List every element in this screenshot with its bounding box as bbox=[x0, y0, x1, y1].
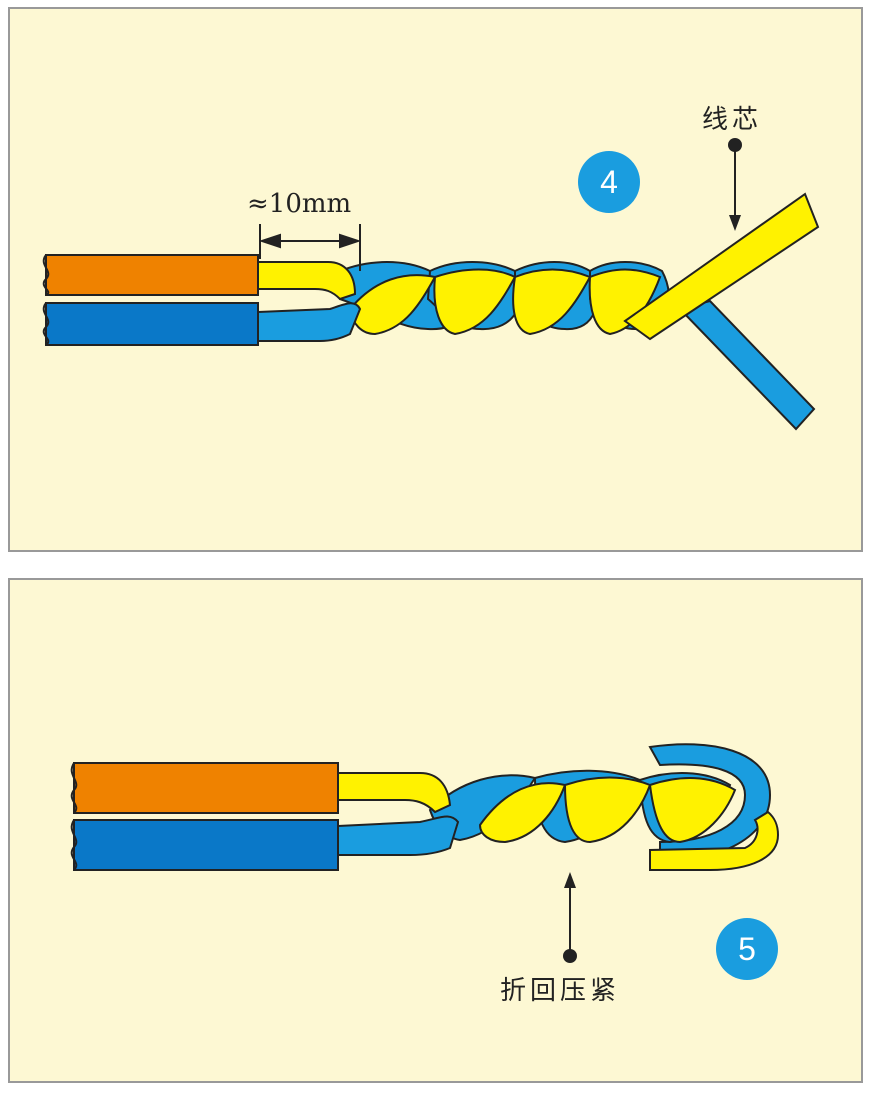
twist-yellow-1 bbox=[478, 782, 567, 844]
dimension-arrow-icon bbox=[258, 224, 362, 271]
label-dimension: ≈10mm bbox=[247, 189, 352, 219]
yellow-core-stub bbox=[257, 261, 357, 301]
twisted-cores bbox=[339, 261, 670, 336]
blue-core-tail bbox=[678, 299, 816, 431]
twist-yellow-1 bbox=[348, 274, 437, 336]
step-badge-5: 5 bbox=[716, 918, 778, 980]
blue-sheath bbox=[45, 302, 259, 346]
step-badge-4: 4 bbox=[578, 151, 640, 213]
panel-step-5: 5 折回压紧 bbox=[8, 578, 863, 1083]
orange-sheath bbox=[45, 254, 259, 296]
twisted-cores bbox=[428, 769, 737, 844]
twist-yellow-2 bbox=[563, 776, 652, 844]
twist-yellow-2 bbox=[433, 268, 517, 336]
sheath-cut-edge-top bbox=[42, 254, 50, 296]
yellow-folded-tail bbox=[649, 810, 780, 871]
sheath-cut-edge-top bbox=[70, 762, 78, 814]
arrow-down-icon bbox=[728, 138, 742, 231]
yellow-core-tail bbox=[623, 192, 820, 341]
label-wire-core: 线芯 bbox=[702, 105, 763, 135]
arrow-up-icon bbox=[563, 872, 577, 963]
twist-yellow-3 bbox=[648, 777, 737, 844]
blue-core-stub bbox=[257, 302, 362, 342]
blue-core-stub bbox=[337, 815, 460, 856]
wire-fold-illustration bbox=[70, 743, 780, 963]
yellow-core-stub bbox=[337, 772, 452, 814]
orange-sheath bbox=[73, 762, 339, 814]
panel-step-4: 4 线芯 ≈10mm bbox=[8, 7, 863, 552]
wire-twist-illustration bbox=[42, 138, 820, 431]
sheath-cut-edge-bottom bbox=[70, 819, 78, 871]
label-fold-press: 折回压紧 bbox=[500, 976, 621, 1006]
blue-sheath bbox=[73, 819, 339, 871]
sheath-cut-edge-bottom bbox=[42, 302, 50, 346]
twist-yellow-3 bbox=[512, 268, 592, 336]
